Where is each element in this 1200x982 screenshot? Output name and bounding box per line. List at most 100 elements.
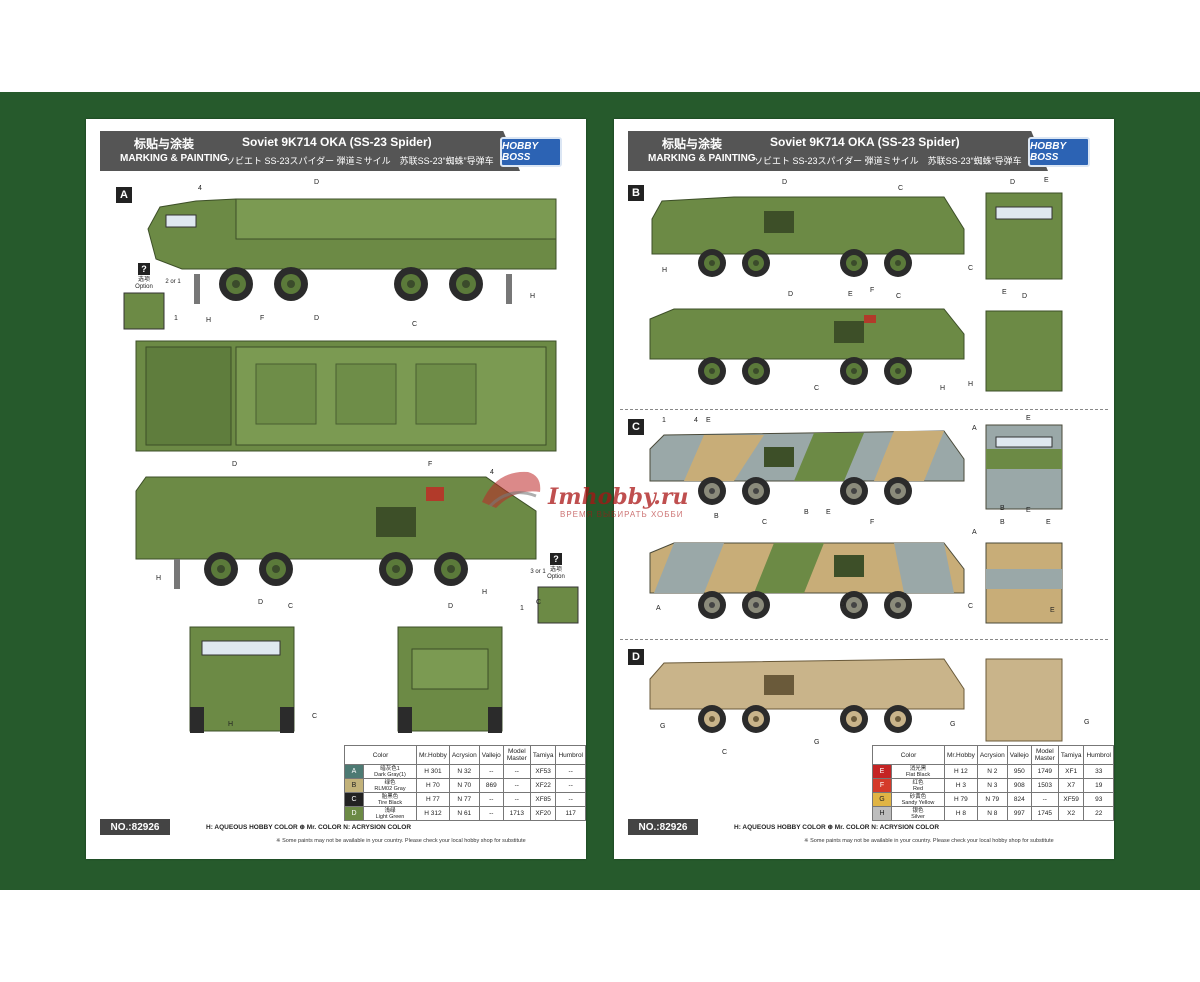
callout: D	[314, 179, 320, 186]
rear-view-a	[397, 626, 503, 733]
callout: E	[1050, 607, 1055, 614]
rear-view-c	[985, 542, 1063, 624]
callout: H	[228, 721, 234, 728]
callout: D	[232, 461, 238, 468]
callout: E	[1026, 507, 1031, 514]
callout: B	[1000, 519, 1005, 526]
header-subtitle: ソビエト SS-23スパイダー 弾道ミサイル 苏联SS-23“蜘蛛”导弹车	[754, 156, 1022, 166]
callout: C	[968, 265, 974, 272]
front-view-b	[985, 192, 1063, 280]
part-number: NO.:82926	[628, 819, 698, 835]
section-letter-c: C	[628, 419, 644, 435]
callout: F	[870, 519, 875, 526]
callout: F	[428, 461, 433, 468]
table-header-row: Color Mr.Hobby Acrysion Vallejo Model Ma…	[344, 745, 586, 765]
front-view-c	[985, 424, 1063, 510]
callout: C	[722, 749, 728, 756]
callout: A	[972, 425, 977, 432]
vehicle-drawings-bcd	[649, 192, 1063, 742]
header-subtitle: ソビエト SS-23スパイダー 弾道ミサイル 苏联SS-23“蜘蛛”导弹车	[226, 156, 494, 166]
option-label: 选项 Option	[547, 567, 565, 580]
callout: 4	[694, 417, 698, 424]
callout: C	[968, 603, 974, 610]
callout: D	[258, 599, 264, 606]
header-en: MARKING & PAINTING	[648, 153, 756, 164]
callout: B	[714, 513, 719, 520]
site-watermark: Imhobby.ru ВРЕМЯ ВЫБИРАТЬ ХОББИ	[476, 462, 726, 522]
callout: A	[972, 529, 977, 536]
callout: E	[706, 417, 711, 424]
callout: H	[206, 317, 212, 324]
callout: G	[814, 739, 820, 746]
instruction-sheet-right: 标贴与涂装 MARKING & PAINTING Soviet 9K714 OK…	[614, 119, 1114, 859]
callout: H	[530, 293, 536, 300]
callout: B	[1000, 505, 1005, 512]
side-view-a1	[147, 198, 557, 304]
callout: F	[260, 315, 265, 322]
side-view-d	[649, 658, 965, 733]
callout: G	[660, 723, 666, 730]
question-icon: ?	[550, 553, 562, 565]
callout: C	[814, 385, 820, 392]
callout: C	[898, 185, 904, 192]
callout: C	[288, 603, 294, 610]
top-view-a	[135, 340, 557, 452]
side-view-b1	[651, 196, 965, 277]
callout: 1	[520, 605, 524, 612]
callout: H	[940, 385, 946, 392]
side-view-b2	[649, 308, 965, 385]
header-cn: 标贴与涂装	[662, 137, 723, 151]
callout: B	[804, 509, 809, 516]
question-icon: ?	[138, 263, 150, 275]
watermark-car-icon	[482, 471, 541, 508]
callout: D	[448, 603, 454, 610]
callout: E	[1026, 415, 1031, 422]
callout: C	[536, 599, 542, 606]
sheet-header: 标贴与涂装 MARKING & PAINTING Soviet 9K714 OK…	[100, 131, 520, 171]
hobbyboss-logo: HOBBY BOSS	[1028, 137, 1090, 167]
side-view-a2	[135, 476, 537, 589]
callout: D	[788, 291, 794, 298]
paint-legend: H: AQUEOUS HOBBY COLOR ⊕ Mr. COLOR N: AC…	[206, 824, 412, 831]
part-number: NO.:82926	[100, 819, 170, 835]
color-table-right: Color Mr.Hobby Acrysion Vallejo Model Ma…	[872, 745, 1114, 821]
paint-note: ※ Some paints may not be available in yo…	[804, 838, 1054, 844]
callout: C	[762, 519, 768, 526]
callout: H	[968, 381, 974, 388]
option-label: 选项 Option	[135, 277, 153, 290]
callout: 1	[662, 417, 666, 424]
callout: G	[950, 721, 956, 728]
watermark-subtext: ВРЕМЯ ВЫБИРАТЬ ХОББИ	[560, 510, 684, 519]
section-divider	[620, 639, 1108, 640]
table-header-row: Color Mr.Hobby Acrysion Vallejo Model Ma…	[872, 745, 1114, 765]
section-letter-a: A	[116, 187, 132, 203]
callout: C	[412, 321, 418, 328]
section-letter-b: B	[628, 185, 644, 201]
callout: A	[656, 605, 661, 612]
section-divider	[620, 409, 1108, 410]
callout: D	[1022, 293, 1028, 300]
section-letter-d: D	[628, 649, 644, 665]
callout: C	[312, 713, 318, 720]
paint-legend: H: AQUEOUS HOBBY COLOR ⊕ Mr. COLOR N: AC…	[734, 824, 940, 831]
callout: E	[1002, 289, 1007, 296]
color-table-left: Color Mr.Hobby Acrysion Vallejo Model Ma…	[344, 745, 586, 821]
header-title: Soviet 9K714 OKA (SS-23 Spider)	[770, 135, 960, 149]
inset-option-2	[537, 586, 579, 624]
header-cn: 标贴与涂装	[134, 137, 195, 151]
callout: E	[848, 291, 853, 298]
callout: 4	[198, 185, 202, 192]
hobbyboss-logo: HOBBY BOSS	[500, 137, 562, 167]
header-en: MARKING & PAINTING	[120, 153, 228, 164]
callout: G	[1084, 719, 1090, 726]
option-count: 2 or 1	[165, 279, 181, 285]
callout: E	[1044, 177, 1049, 184]
callout: D	[840, 601, 846, 608]
callout: E	[826, 509, 831, 516]
